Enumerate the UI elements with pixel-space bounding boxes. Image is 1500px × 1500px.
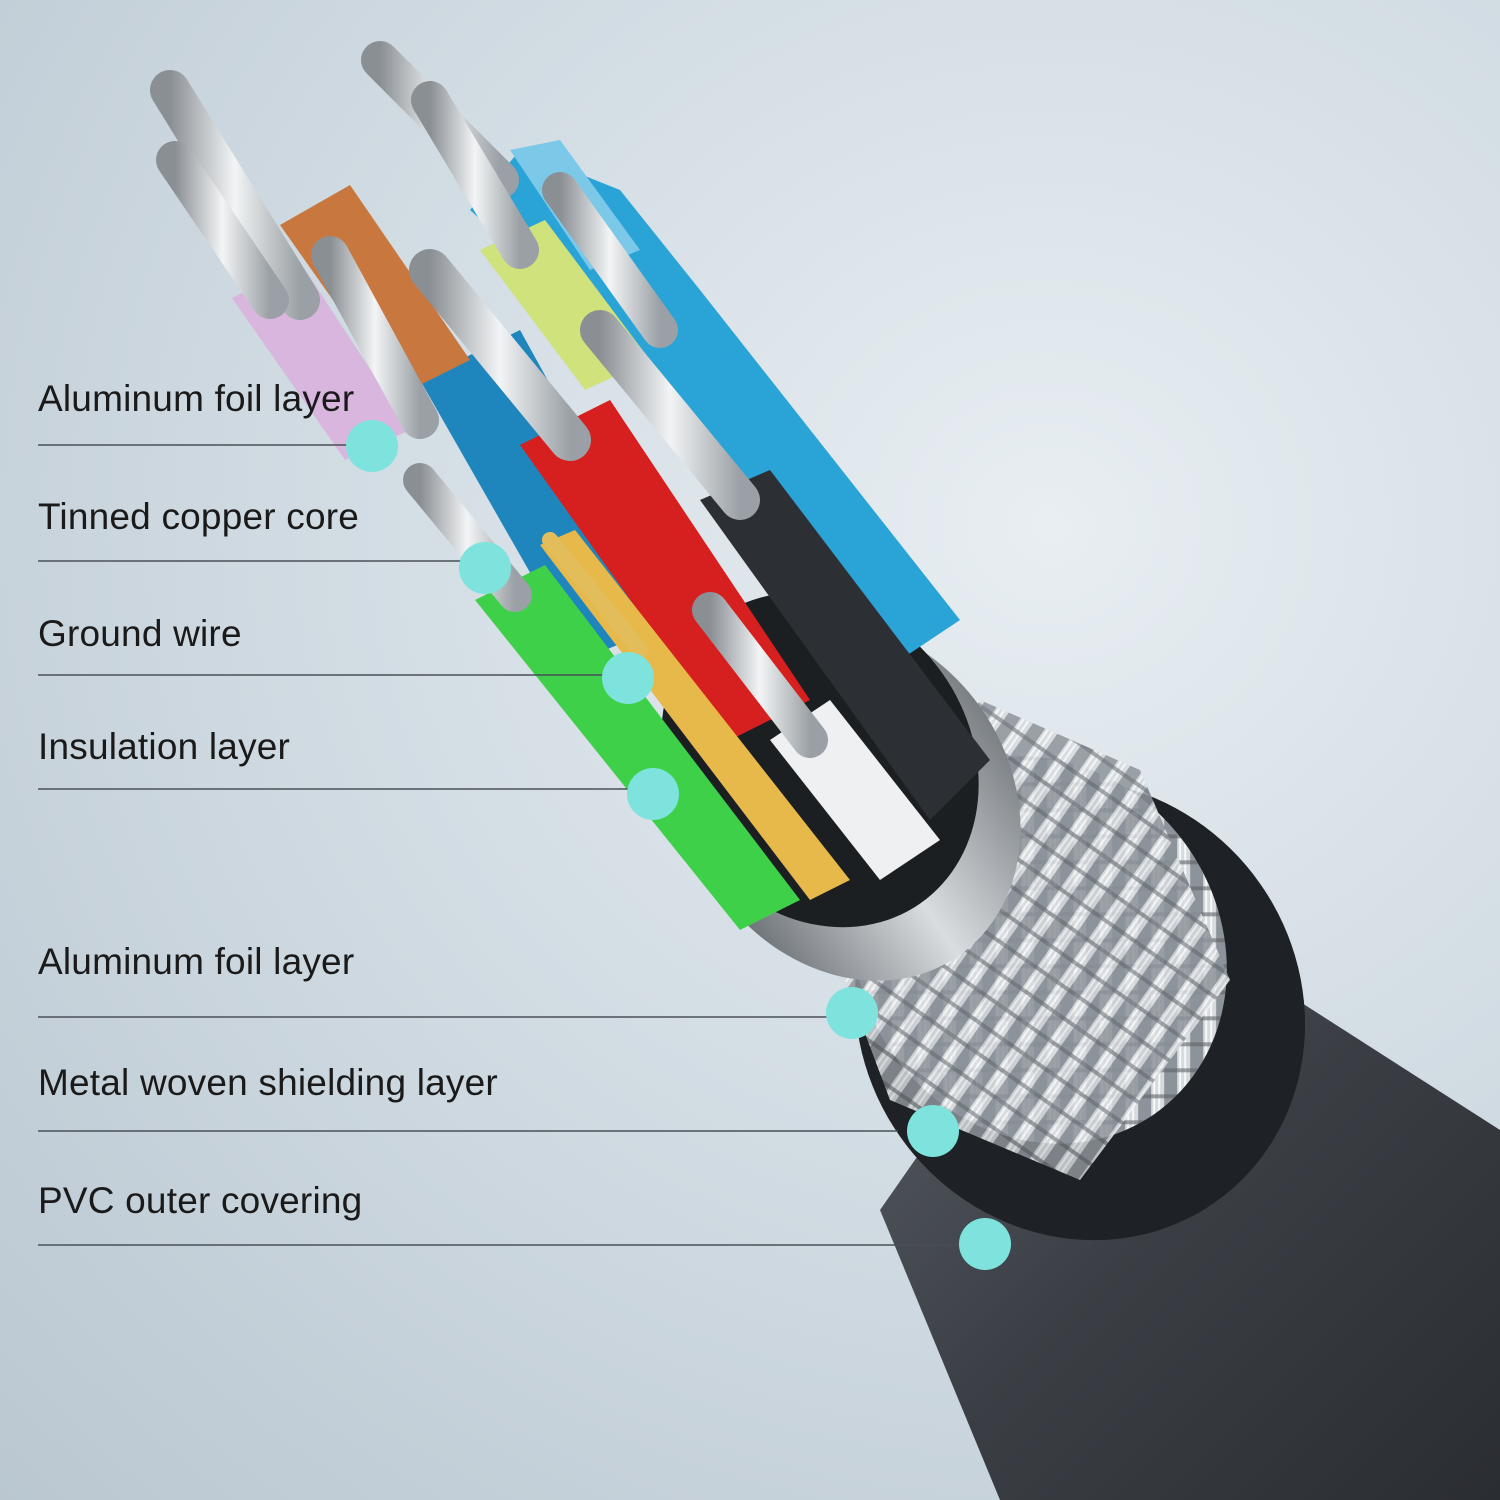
- callout-rule-ground-wire: [38, 674, 618, 676]
- callout-label-pvc-outer-covering: PVC outer covering: [38, 1180, 363, 1221]
- callout-marker-aluminum-foil-inner: [346, 420, 398, 472]
- callout-label-ground-wire: Ground wire: [38, 613, 242, 654]
- callout-label-tinned-copper-core: Tinned copper core: [38, 496, 360, 537]
- callout-marker-tinned-copper-core: [459, 542, 511, 594]
- callout-rule-aluminum-foil-inner: [38, 444, 378, 446]
- callout-marker-insulation-layer: [627, 768, 679, 820]
- callout-marker-metal-woven-shielding: [907, 1105, 959, 1157]
- callout-rule-tinned-copper-core: [38, 560, 488, 562]
- callout-marker-pvc-outer-covering: [959, 1218, 1011, 1270]
- callout-rule-metal-woven-shielding: [38, 1130, 898, 1132]
- callout-rule-insulation-layer: [38, 788, 638, 790]
- callout-label-aluminum-foil-inner: Aluminum foil layer: [38, 378, 355, 419]
- callout-marker-aluminum-foil-outer: [826, 987, 878, 1039]
- stranded-wire-ends: [150, 41, 828, 758]
- callout-label-metal-woven-shielding: Metal woven shielding layer: [38, 1062, 498, 1103]
- callout-rule-aluminum-foil-outer: [38, 1016, 828, 1018]
- callout-label-insulation-layer: Insulation layer: [38, 726, 291, 767]
- callout-marker-ground-wire: [602, 652, 654, 704]
- callout-label-aluminum-foil-outer: Aluminum foil layer: [38, 941, 355, 982]
- callout-rule-pvc-outer-covering: [38, 1244, 958, 1246]
